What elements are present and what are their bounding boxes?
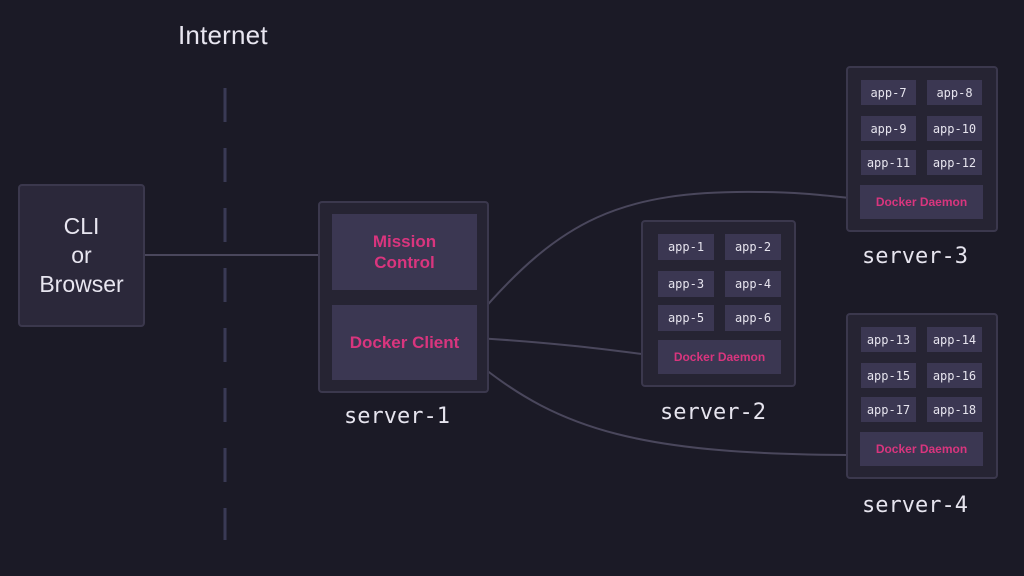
app-tile: app-6	[725, 305, 781, 331]
docker-daemon-panel: Docker Daemon	[658, 340, 781, 374]
app-tile: app-5	[658, 305, 714, 331]
app-tile: app-13	[861, 327, 916, 352]
app-tile: app-4	[725, 271, 781, 297]
client-line-2: or	[71, 242, 92, 268]
app-tile: app-1	[658, 234, 714, 260]
app-tile: app-12	[927, 150, 982, 175]
app-tile: app-14	[927, 327, 982, 352]
app-tile: app-15	[861, 363, 916, 388]
server-3-label: server-3	[862, 244, 968, 269]
app-tile: app-17	[861, 397, 916, 422]
mission-control-panel: Mission Control	[332, 214, 477, 290]
app-tile: app-2	[725, 234, 781, 260]
client-line-3: Browser	[39, 271, 124, 297]
docker-client-panel: Docker Client	[332, 305, 477, 380]
docker-client-to-server-2-link	[475, 337, 659, 357]
docker-client-to-server-4-link	[475, 361, 861, 456]
app-tile: app-3	[658, 271, 714, 297]
mission-control-line-1: Mission	[372, 232, 437, 251]
app-tile: app-11	[861, 150, 916, 175]
app-tile: app-8	[927, 80, 982, 105]
internet-label: Internet	[178, 20, 268, 50]
server-4-label: server-4	[862, 493, 968, 518]
docker-daemon-panel: Docker Daemon	[860, 185, 983, 219]
app-tile: app-7	[861, 80, 916, 105]
cli-browser-box: CLI or Browser	[18, 184, 145, 327]
server-1-label: server-1	[344, 404, 450, 429]
app-tile: app-9	[861, 116, 916, 141]
app-tile: app-16	[927, 363, 982, 388]
docker-daemon-panel: Docker Daemon	[860, 432, 983, 466]
server-2-label: server-2	[660, 400, 766, 425]
app-tile: app-10	[927, 116, 982, 141]
docker-client-to-server-3-link	[475, 190, 861, 319]
mission-control-line-2: Control	[374, 253, 435, 272]
client-line-1: CLI	[63, 213, 100, 239]
app-tile: app-18	[927, 397, 982, 422]
